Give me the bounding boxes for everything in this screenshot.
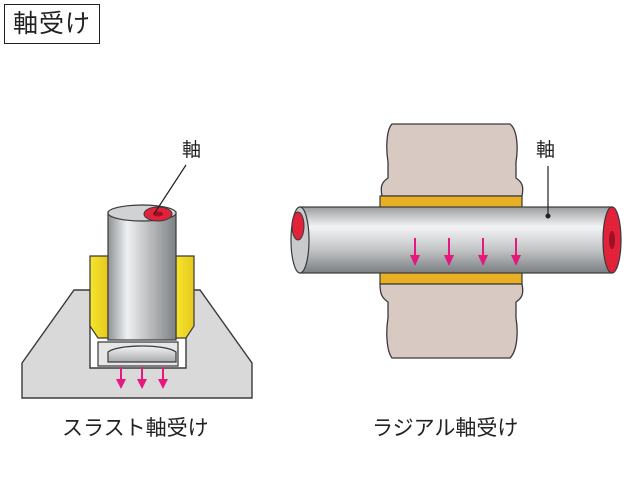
thrust-load-arrows (116, 367, 168, 389)
radial-shaft-end-left (291, 211, 305, 241)
load-arrow-icon (116, 367, 126, 389)
load-arrow-icon (410, 238, 420, 266)
page-title: 軸受け (4, 4, 101, 44)
thrust-caption: スラスト軸受け (62, 416, 209, 440)
radial-bearing-icon (290, 123, 622, 359)
radial-caption: ラジアル軸受け (372, 416, 519, 440)
thrust-shaft (107, 211, 177, 341)
radial-band-bottom (379, 271, 523, 285)
radial-load-arrows (410, 238, 521, 266)
load-arrow-icon (511, 238, 521, 266)
load-arrow-icon (478, 238, 488, 266)
thrust-bushing-right (175, 255, 195, 339)
thrust-bearing-icon (21, 164, 253, 399)
radial-shaft (299, 206, 613, 274)
thrust-shaft-label: 軸 (182, 139, 202, 161)
radial-band-top (379, 195, 523, 209)
load-arrow-icon (158, 367, 168, 389)
radial-shaft-label: 軸 (536, 139, 556, 161)
load-arrow-icon (444, 238, 454, 266)
radial-block-upper (380, 123, 524, 197)
radial-block-lower (379, 283, 524, 359)
thrust-bushing-left (89, 255, 109, 339)
load-arrow-icon (137, 367, 147, 389)
thrust-disk (107, 345, 177, 363)
